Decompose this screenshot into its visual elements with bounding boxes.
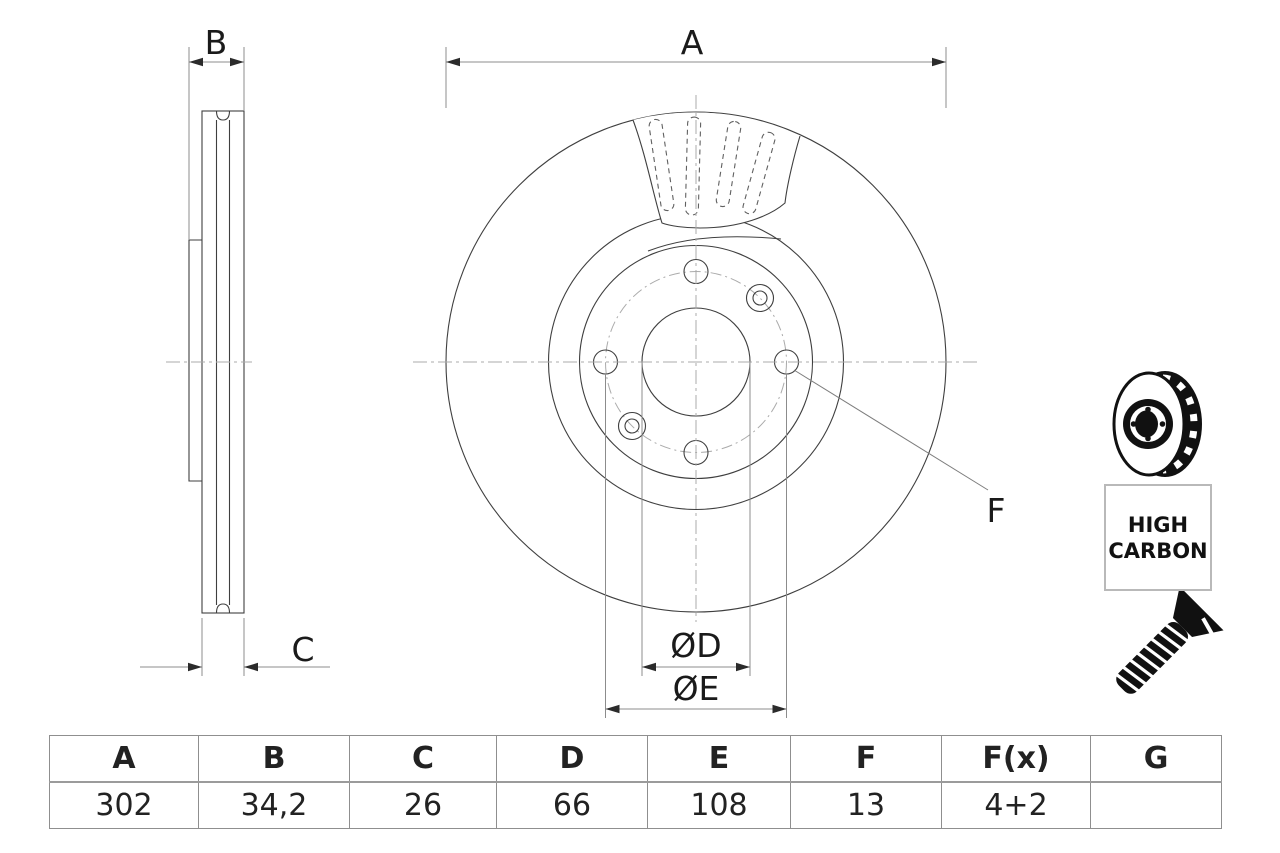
disc-bolt-dot xyxy=(1145,406,1151,413)
header-e: E xyxy=(647,735,791,783)
arrowhead-left xyxy=(642,662,656,672)
value-f: 13 xyxy=(790,781,942,829)
dimension-e-label: ØE xyxy=(673,669,720,708)
screw-head xyxy=(1172,586,1224,638)
header-c: C xyxy=(349,735,497,783)
vent-slot-1 xyxy=(648,118,675,212)
arrowhead-left xyxy=(189,57,203,67)
cutaway-fill xyxy=(633,112,800,228)
arrowhead-right xyxy=(230,57,244,67)
arrowhead-right xyxy=(244,662,258,672)
badge-line-2: CARBON xyxy=(1108,538,1208,563)
vent-slot-3 xyxy=(715,120,742,208)
vent-notch-bottom xyxy=(215,603,231,614)
value-c: 26 xyxy=(349,781,497,829)
header-fx: F(x) xyxy=(941,735,1091,783)
hat-flange-outline xyxy=(188,239,202,482)
arrowhead-right xyxy=(736,662,750,672)
value-fx: 4+2 xyxy=(941,781,1091,829)
cutaway-sector xyxy=(632,112,801,252)
dimension-a: A xyxy=(445,23,947,108)
spec-table-header-row: A B C D E F F(x) G xyxy=(49,735,1222,783)
front-view xyxy=(413,95,978,622)
arrowhead-left xyxy=(446,57,460,67)
badge-line-1: HIGH xyxy=(1127,512,1189,537)
arrowhead-left xyxy=(188,662,202,672)
vent-notch-top xyxy=(215,110,231,121)
screw-shank xyxy=(1116,622,1188,694)
vent-slots xyxy=(648,116,776,216)
value-e: 108 xyxy=(647,781,791,829)
dimension-d: ØD xyxy=(641,362,751,676)
cutaway-pocket-arc xyxy=(647,236,782,252)
brake-disc-3d-icon xyxy=(1112,371,1202,477)
disc-bore xyxy=(1135,410,1158,438)
value-d: 66 xyxy=(496,781,648,829)
dimension-spec-table: A B C D E F F(x) G 302 34,2 26 66 108 13… xyxy=(49,735,1222,829)
disc-bolt-dot xyxy=(1145,435,1151,442)
header-d: D xyxy=(496,735,648,783)
countersunk-screw-icon xyxy=(1115,586,1224,694)
leader-f: F xyxy=(793,369,1006,530)
high-carbon-badge: HIGH CARBON xyxy=(1104,484,1212,591)
header-b: B xyxy=(198,735,350,783)
dimension-e: ØE xyxy=(605,374,787,718)
dimension-c: C xyxy=(140,618,330,676)
vent-slot-4 xyxy=(742,131,776,215)
screw-hole-lower-left-outer xyxy=(617,411,647,441)
arrowhead-left xyxy=(605,704,620,714)
spec-table-value-row: 302 34,2 26 66 108 13 4+2 xyxy=(49,781,1222,829)
disc-rim-vents xyxy=(1162,374,1198,474)
dimension-a-label: A xyxy=(681,23,704,62)
dimension-b-label: B xyxy=(205,23,228,62)
vent-slot-2 xyxy=(684,116,702,216)
disc-bolt-dot xyxy=(1130,421,1137,427)
screw-hole-lower-left-inner xyxy=(624,418,640,434)
dimension-f-label: F xyxy=(987,491,1006,530)
arrowhead-right xyxy=(772,704,787,714)
dimension-d-label: ØD xyxy=(670,626,721,665)
value-g xyxy=(1090,781,1222,829)
header-f: F xyxy=(790,735,942,783)
header-g: G xyxy=(1090,735,1222,783)
screw-threads xyxy=(1115,623,1190,693)
arrowhead-right xyxy=(932,57,946,67)
dimension-b: B xyxy=(188,23,245,240)
cutaway-boundary xyxy=(632,119,801,229)
screw-hole-upper-right-outer xyxy=(745,283,775,313)
header-a: A xyxy=(49,735,199,783)
screw-slot xyxy=(1201,617,1217,640)
disc-bolt-dot xyxy=(1159,421,1166,427)
leader-line xyxy=(793,369,989,491)
screw-hole-upper-right-inner xyxy=(752,290,768,306)
dimension-c-label: C xyxy=(291,630,314,669)
value-b: 34,2 xyxy=(198,781,350,829)
value-a: 302 xyxy=(49,781,199,829)
